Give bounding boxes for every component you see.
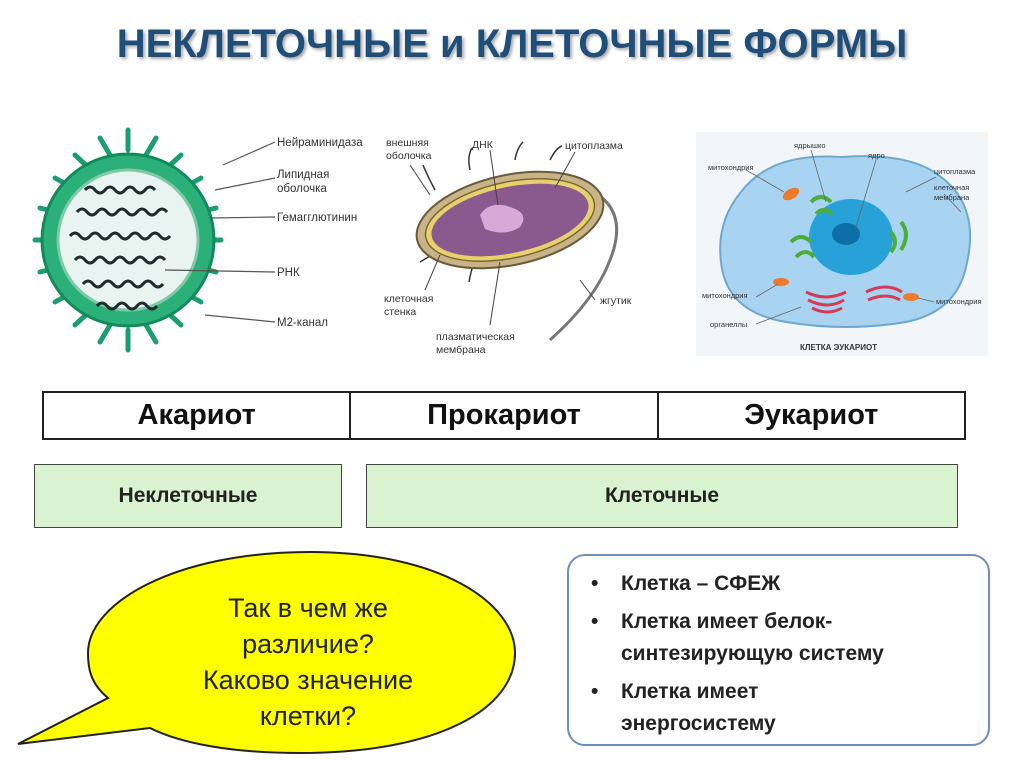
eukaryote-label-2: ядро <box>868 151 885 160</box>
question-line: клетки? <box>259 701 357 731</box>
eukaryote-mitochondrion <box>773 278 789 286</box>
bacterium-leader-lines <box>409 149 596 326</box>
question-bubble-shape <box>17 550 517 755</box>
fact-line: Клетка имеет <box>621 680 759 703</box>
bacterium-illustration: внешняя оболочка ДНК цитоплазма клеточна… <box>384 137 632 356</box>
cell-prokariot: Прокариот <box>349 393 656 438</box>
virus-label-5: М2-канал <box>277 317 328 329</box>
eukaryote-label-5: мембрана <box>934 193 970 202</box>
fact-item: Клетка имеет энергосистему <box>591 676 988 740</box>
fact-line: Клетка имеет белок- <box>621 610 833 633</box>
classification-row: Акариот Прокариот Эукариот <box>42 391 966 440</box>
eukaryote-label-3: цитоплазма <box>934 167 976 176</box>
virus-label-2: оболочка <box>277 183 327 195</box>
virus-label-4: РНК <box>277 267 300 279</box>
bacterium-label-0: внешняя <box>386 137 429 149</box>
facts-box: Клетка – СФЕЖ Клетка имеет белок- синтез… <box>567 554 990 746</box>
facts-list: Клетка – СФЕЖ Клетка имеет белок- синтез… <box>569 568 988 740</box>
virus-rna-strands <box>68 185 172 311</box>
virus-label-0: Нейраминидаза <box>277 137 363 149</box>
question-bubble <box>17 550 517 755</box>
question-text: Так в чем же различие? Каково значение к… <box>148 590 468 734</box>
eukaryote-label-7: органеллы <box>710 320 747 329</box>
fact-line: синтезирующую систему <box>621 642 884 665</box>
bacterium-label-5: стенка <box>384 306 416 318</box>
group-cellular: Клеточные <box>366 464 958 528</box>
bacterium-label-2: ДНК <box>472 139 494 151</box>
eukaryote-mitochondrion <box>782 187 800 201</box>
bacterium-label-3: цитоплазма <box>565 140 623 152</box>
eukaryote-label-0: митохондрия <box>708 163 754 172</box>
cell-eukariot: Эукариот <box>656 393 964 438</box>
fact-line: энергосистему <box>621 712 776 735</box>
virus-label-1: Липидная <box>277 169 329 181</box>
question-line: Каково значение <box>202 665 414 695</box>
page-title: НЕКЛЕТОЧНЫЕ и КЛЕТОЧНЫЕ ФОРМЫ <box>116 22 908 66</box>
bacterium-label-6: жгутик <box>600 295 632 307</box>
eukaryote-er <box>789 195 908 259</box>
eukaryote-label-4: клеточная <box>934 183 969 192</box>
fact-item: Клетка имеет белок- синтезирующую систем… <box>591 606 988 670</box>
fact-item: Клетка – СФЕЖ <box>591 568 988 600</box>
eukaryote-label-1: ядрышко <box>794 141 826 150</box>
virus-leader-lines <box>164 141 276 323</box>
bacterium-flagellum <box>549 188 619 342</box>
virus-core <box>56 168 200 312</box>
bacterium-label-4: клеточная <box>384 293 433 305</box>
cell-akariot: Акариот <box>137 399 256 431</box>
eukaryote-mitochondrion <box>903 293 919 301</box>
fact-line: Клетка – СФЕЖ <box>621 572 781 595</box>
eukaryote-caption: КЛЕТКА ЭУКАРИОТ <box>800 343 877 352</box>
eukaryote-label-6: митохондрия <box>702 291 748 300</box>
bacterium-dna <box>480 204 524 233</box>
eukaryote-leader-lines <box>745 149 962 325</box>
bacterium-label-1: оболочка <box>386 150 432 162</box>
question-line: Так в чем же <box>228 593 388 623</box>
eukaryote-illustration: митохондрия ядрышко ядро цитоплазма клет… <box>696 132 988 356</box>
eukaryote-golgi <box>805 285 903 314</box>
virus-label-3: Гемагглютинин <box>277 212 357 224</box>
question-line: различие? <box>242 629 374 659</box>
bacterium-label-7: плазматическая <box>436 331 515 343</box>
group-noncellular: Неклеточные <box>34 464 342 528</box>
bacterium-label-8: мембрана <box>436 344 486 356</box>
eukaryote-label-8: митохондрия <box>936 297 982 306</box>
eukaryote-nucleolus <box>832 223 860 245</box>
virus-illustration: Нейраминидаза Липидная оболочка Гемагглю… <box>32 127 363 353</box>
